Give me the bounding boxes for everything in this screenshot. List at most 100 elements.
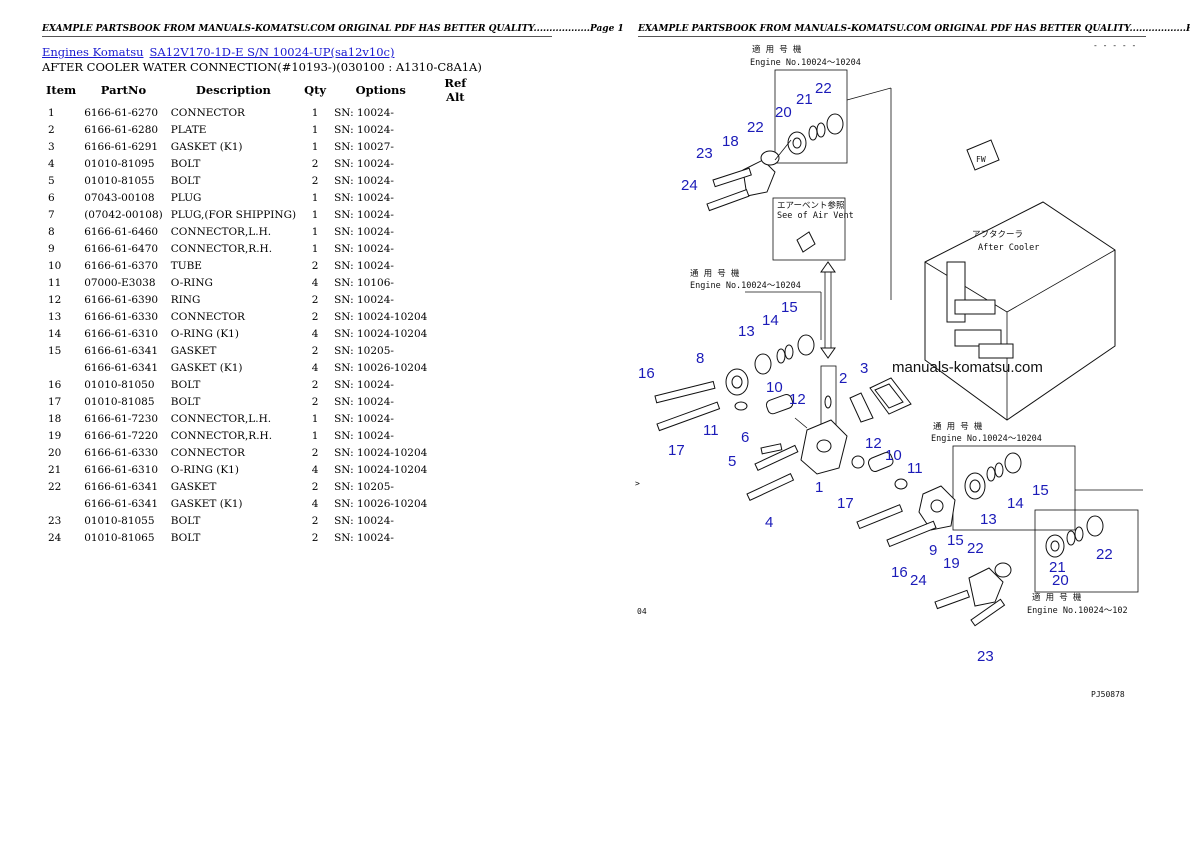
cell-options: SN: 10024- [334,412,394,425]
callout-number: 20 [1052,572,1069,589]
cell-item: 14 [48,327,62,340]
cell-qty: 2 [311,378,319,391]
cell-partno: 6166-61-6470 [84,242,159,255]
callout-number: 12 [789,391,806,408]
cell-partno: 6166-61-6370 [84,259,159,272]
cell-qty: 4 [311,497,319,510]
callout-number: 19 [943,555,960,572]
cell-item: 12 [48,293,62,306]
callout-number: 3 [860,360,868,377]
page-header: EXAMPLE PARTSBOOK FROM MANUALS-KOMATSU.C… [42,24,624,37]
cell-options: SN: 10024- [334,378,394,391]
cell-description: BOLT [170,157,201,170]
cell-qty: 2 [311,395,319,408]
cell-qty: 1 [311,191,319,204]
cell-description: CONNECTOR [170,106,245,119]
cell-description: CONNECTOR [170,446,245,459]
cell-description: PLUG [170,191,202,204]
cell-item: 9 [48,242,55,255]
inset-box-right [952,445,1076,531]
cell-partno: 6166-61-6310 [84,463,159,476]
cell-partno: (07042-00108) [84,208,163,221]
cell-partno: 6166-61-6330 [84,446,159,459]
cell-partno: 6166-61-6460 [84,225,159,238]
cell-description: GASKET [170,344,217,357]
breadcrumb-link-engines[interactable]: Engines Komatsu [42,45,144,59]
breadcrumb-link-model[interactable]: SA12V170-1D-E S/N 10024-UP(sa12v10c) [149,45,395,59]
cell-partno: 6166-61-6341 [84,361,159,374]
applies-label-right: 通 用 号 機 [933,421,983,432]
connector-assembly-right [851,452,956,548]
callout-number: 11 [703,422,719,439]
engine-range-top: Engine No.10024〜10204 [750,58,861,68]
cell-partno: 6166-61-6310 [84,327,159,340]
cell-refalt [431,308,479,325]
cell-options: SN: 10024- [334,514,394,527]
callout-number: 22 [1096,546,1113,563]
breadcrumb: Engines Komatsu SA12V170-1D-E S/N 10024-U… [42,45,394,59]
cell-item: 21 [48,463,62,476]
air-vent-label-jp: エアーベント参照 [777,200,845,211]
cell-description: O-RING (K1) [170,463,239,476]
cell-description: BOLT [170,395,201,408]
cell-partno: 6166-61-6341 [84,344,159,357]
callout-number: 1 [815,479,823,496]
vertical-arrow [820,261,836,359]
cell-partno: 01010-81085 [84,395,155,408]
cell-refalt [431,410,479,427]
cell-options: SN: 10024- [334,191,394,204]
cell-description: CONNECTOR,R.H. [170,242,273,255]
cell-partno: 01010-81065 [84,531,155,544]
cell-description: TUBE [170,259,202,272]
cell-refalt [431,376,479,393]
callout-number: 15 [1032,482,1049,499]
col-refalt: Ref Alt [444,76,467,104]
after-cooler-label-en: After Cooler [978,243,1039,253]
col-item: Item [46,83,77,97]
cell-refalt [431,291,479,308]
cell-options: SN: 10024- [334,225,394,238]
drawing-mark-chevron: > [635,479,640,488]
engine-range-mid: Engine No.10024〜10204 [690,281,801,291]
engine-range-right: Engine No.10024〜10204 [931,434,1042,444]
cell-refalt [431,461,479,478]
cell-qty: 1 [311,412,319,425]
right-page: EXAMPLE PARTSBOOK FROM MANUALS-KOMATSU.C… [595,0,1190,842]
callout-number: 13 [738,323,755,340]
inset-box-bottom [1034,509,1139,593]
cell-item: 4 [48,157,55,170]
cell-refalt [431,104,479,121]
air-vent-box [772,197,846,261]
callout-number: 21 [1049,559,1066,576]
main-connector-assembly [746,419,848,502]
cell-options: SN: 10024-10204 [334,446,428,459]
cell-description: BOLT [170,514,201,527]
cell-refalt [431,189,479,206]
callout-number: 9 [929,542,937,559]
cell-options: SN: 10026-10204 [334,497,428,510]
cell-item: 16 [48,378,62,391]
callout-labels: 2221202218232415141381610121117623514121… [638,80,1113,665]
leader-line [846,87,892,101]
cell-options: SN: 10024- [334,106,394,119]
callout-number: 12 [865,435,882,452]
cell-refalt [431,478,479,495]
callout-number: 17 [668,442,685,459]
cell-qty: 2 [311,293,319,306]
cell-refalt [431,121,479,138]
cell-qty: 4 [311,327,319,340]
callout-number: 14 [762,312,779,329]
col-partno: PartNo [100,83,147,97]
